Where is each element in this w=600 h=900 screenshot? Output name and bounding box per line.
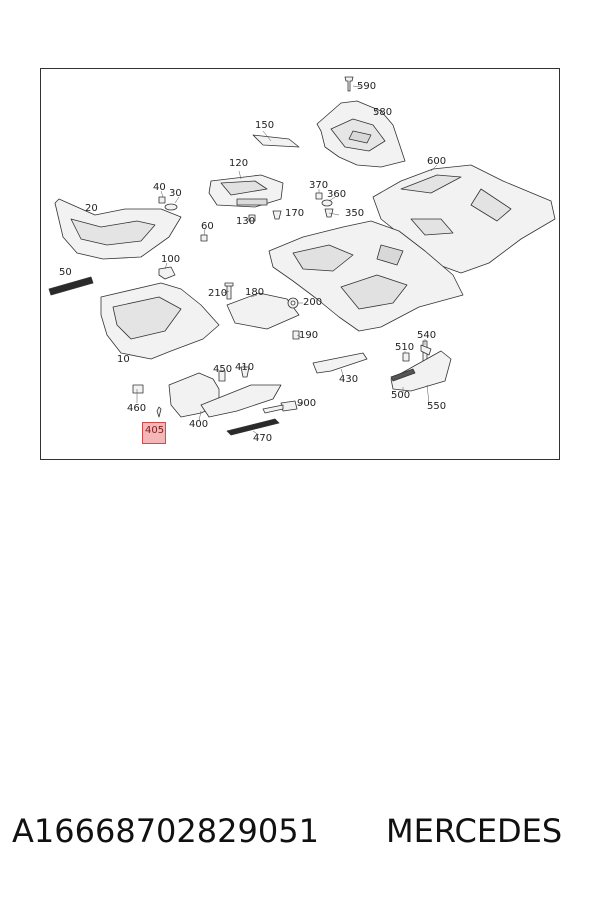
callout-150[interactable]: 150 bbox=[255, 120, 275, 131]
part-30-grommet bbox=[164, 203, 178, 211]
part-540-clip bbox=[420, 340, 432, 362]
callout-120[interactable]: 120 bbox=[229, 158, 249, 169]
callout-50[interactable]: 50 bbox=[59, 267, 72, 278]
part-450-clip bbox=[218, 370, 226, 382]
callout-590[interactable]: 590 bbox=[357, 81, 377, 92]
callout-100[interactable]: 100 bbox=[161, 254, 181, 265]
product-caption: A1666870282905​1 MERCEDES bbox=[0, 812, 600, 852]
callout-350[interactable]: 350 bbox=[345, 208, 365, 219]
part-150-pad bbox=[252, 134, 300, 148]
callout-405-highlighted[interactable]: 405 bbox=[142, 422, 167, 444]
callout-580[interactable]: 580 bbox=[373, 107, 393, 118]
part-main-floor bbox=[268, 220, 464, 332]
callout-190[interactable]: 190 bbox=[299, 330, 319, 341]
part-470-strip bbox=[226, 418, 280, 436]
part-10-mat bbox=[100, 282, 220, 360]
part-number: A1666870282905​1 bbox=[12, 812, 319, 850]
callout-510[interactable]: 510 bbox=[395, 342, 415, 353]
part-190-clip bbox=[292, 330, 300, 340]
part-130-clip bbox=[248, 214, 256, 222]
part-40-clip bbox=[158, 196, 166, 204]
callout-210[interactable]: 210 bbox=[208, 288, 228, 299]
part-210-screw bbox=[224, 282, 234, 300]
part-400-panel bbox=[168, 372, 282, 418]
part-580-panel bbox=[316, 100, 406, 168]
callout-400[interactable]: 400 bbox=[189, 419, 209, 430]
callout-30[interactable]: 30 bbox=[169, 188, 182, 199]
callout-60[interactable]: 60 bbox=[201, 221, 214, 232]
callout-900[interactable]: 900 bbox=[297, 398, 317, 409]
part-170-clip bbox=[272, 210, 282, 220]
part-120-console bbox=[208, 174, 284, 208]
callout-430[interactable]: 430 bbox=[339, 374, 359, 385]
callout-540[interactable]: 540 bbox=[417, 330, 437, 341]
part-500-strip bbox=[390, 368, 416, 382]
callout-500[interactable]: 500 bbox=[391, 390, 411, 401]
part-60-clip bbox=[200, 234, 208, 242]
part-510-clip bbox=[402, 352, 410, 362]
callout-360[interactable]: 360 bbox=[327, 189, 347, 200]
part-180-plate bbox=[226, 292, 300, 330]
callout-470[interactable]: 470 bbox=[253, 433, 273, 444]
part-370-clip bbox=[315, 192, 323, 200]
part-900-plug bbox=[262, 400, 298, 414]
part-360-clip bbox=[321, 199, 333, 207]
part-100-plug bbox=[158, 266, 176, 280]
part-20-mat bbox=[54, 198, 182, 260]
callout-550[interactable]: 550 bbox=[427, 401, 447, 412]
part-200-nut bbox=[287, 297, 299, 309]
callout-200[interactable]: 200 bbox=[303, 297, 323, 308]
callout-410[interactable]: 410 bbox=[235, 362, 255, 373]
parts-drawing bbox=[48, 76, 556, 436]
brand-name: MERCEDES bbox=[386, 812, 563, 850]
part-460-clip bbox=[132, 384, 144, 394]
callout-370[interactable]: 370 bbox=[309, 180, 329, 191]
part-405-piece bbox=[156, 406, 162, 418]
parts-diagram: 590 580 150 600 120 40 30 370 360 20 130… bbox=[40, 68, 560, 460]
callout-20[interactable]: 20 bbox=[85, 203, 98, 214]
callout-180[interactable]: 180 bbox=[245, 287, 265, 298]
part-50-mat bbox=[48, 276, 94, 296]
callout-130[interactable]: 130 bbox=[236, 216, 256, 227]
callout-40[interactable]: 40 bbox=[153, 182, 166, 193]
part-590-clip bbox=[344, 76, 354, 92]
callout-460[interactable]: 460 bbox=[127, 403, 147, 414]
callout-170[interactable]: 170 bbox=[285, 208, 305, 219]
part-550-sill bbox=[390, 350, 452, 392]
part-430-sill bbox=[312, 352, 368, 374]
callout-600[interactable]: 600 bbox=[427, 156, 447, 167]
part-410-clip bbox=[240, 366, 250, 378]
callout-10[interactable]: 10 bbox=[117, 354, 130, 365]
callout-450[interactable]: 450 bbox=[213, 364, 233, 375]
